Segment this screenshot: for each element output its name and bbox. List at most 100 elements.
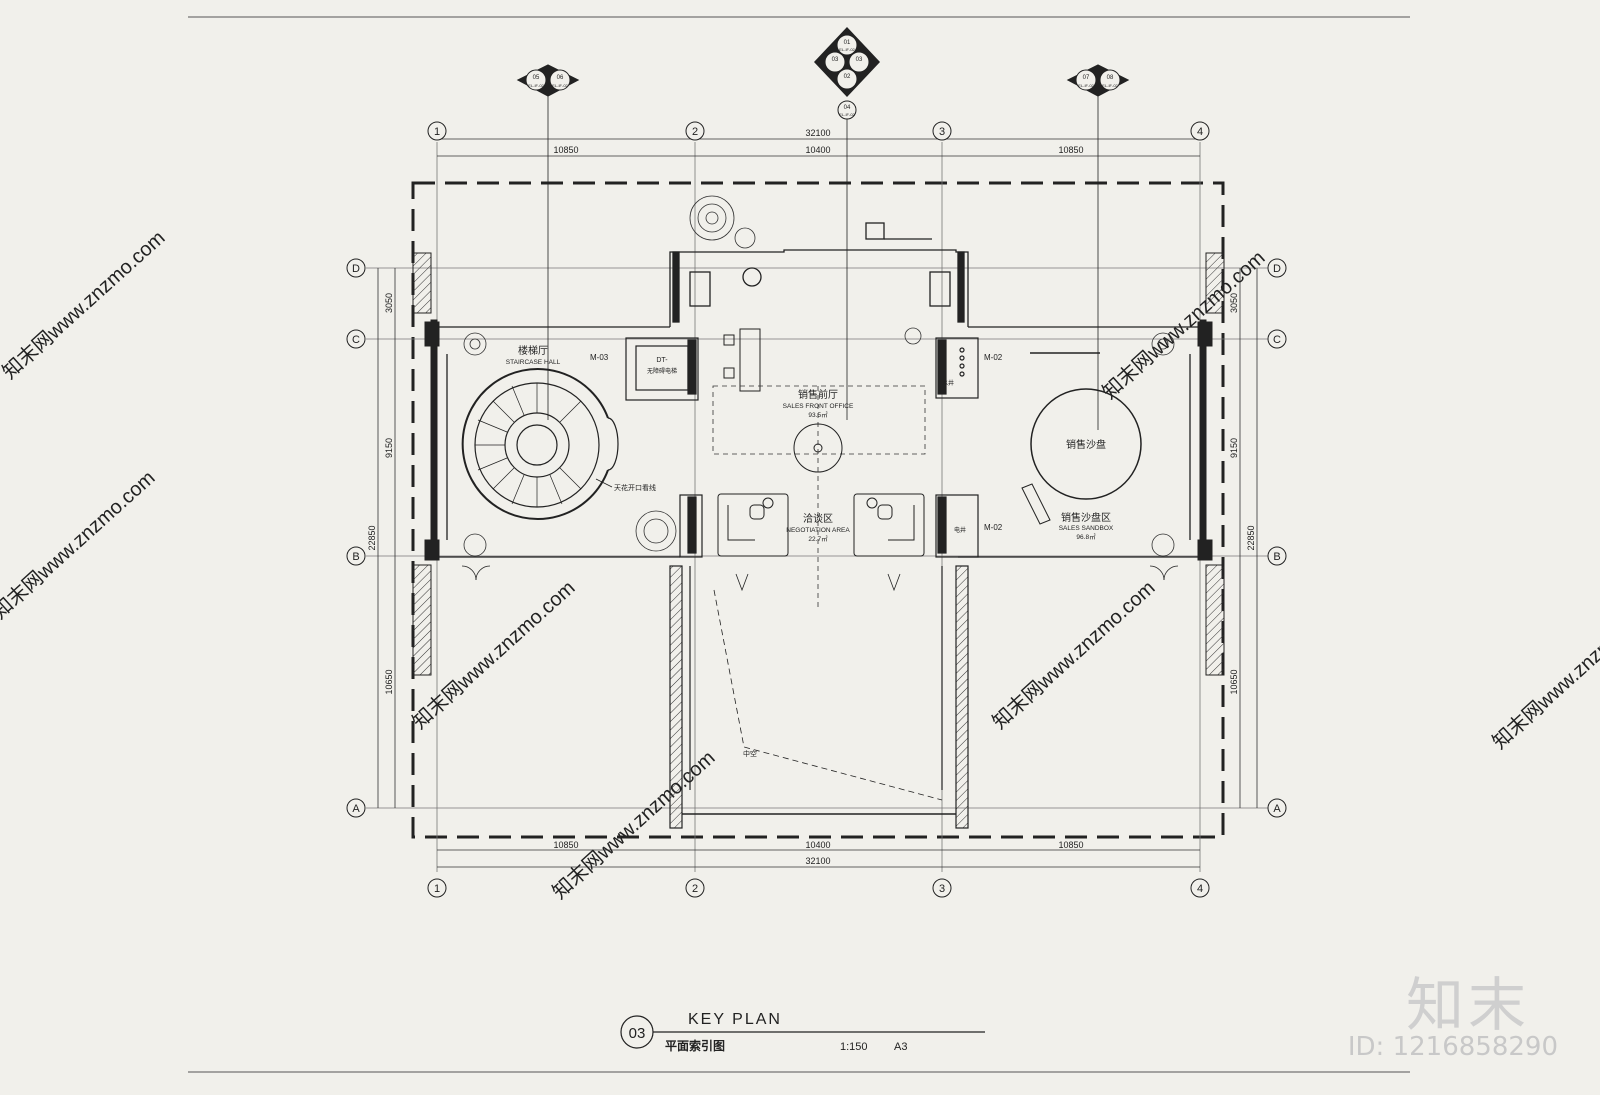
display-bench (1021, 483, 1051, 525)
watermark-text-4: 知末网www.znzmo.com (408, 576, 579, 734)
diagonal-watermarks: 知末网www.znzmo.com 知末网www.znzmo.com 知末网www… (0, 226, 1600, 904)
index-left-b: 06 (557, 75, 564, 81)
dim-top-bay-2: 10400 (805, 145, 830, 155)
dim-right-3: 10650 (1229, 669, 1239, 694)
dim-left-total: 22850 (367, 525, 377, 550)
upper-lobby (669, 222, 969, 327)
row-bubbles (346, 258, 1287, 818)
col-bubble-3-top: 3 (939, 126, 945, 138)
column-bubbles (427, 121, 1210, 898)
index-center-a: 01 (844, 40, 851, 46)
sandbox-model-circle (1030, 388, 1142, 500)
index-center-e: 04 (844, 105, 851, 111)
watermark-text-2: 知末网www.znzmo.com (0, 466, 159, 624)
sandbox-area-label-en: SALES SANDBOX (1059, 525, 1114, 532)
dim-top-total: 32100 (805, 128, 830, 138)
row-bubble-b-left: B (352, 551, 359, 563)
entry-doors (461, 565, 1179, 592)
title-cn: 平面索引图 (665, 1038, 725, 1053)
sandbox-area-size: 96.8㎡ (1076, 532, 1096, 541)
sandbox-area-label-cn: 销售沙盘区 (1061, 511, 1111, 524)
front-office-label-cn: 销售前厅 (798, 388, 838, 401)
negotiation-area-size: 22.7㎡ (808, 534, 828, 543)
elevator-tag: DT- (656, 357, 668, 364)
col-bubble-4-top: 4 (1197, 126, 1203, 138)
top-dimensions (377, 138, 1258, 868)
dim-right-1: 3050 (1229, 293, 1239, 313)
dim-left-2: 9150 (384, 438, 394, 458)
title-scale: 1:150 (840, 1041, 868, 1053)
negotiation-label-en: NEGOTIATION AREA (786, 527, 850, 534)
mirror-tag-left: M-03 (590, 353, 609, 362)
elevator-sub-label: 无障碍电梯 (647, 367, 677, 375)
watermark-text-1: 知末网www.znzmo.com (0, 226, 169, 384)
row-bubble-c-left: C (352, 334, 360, 346)
dim-bottom-bay-3: 10850 (1058, 840, 1083, 850)
row-bubble-b-right: B (1273, 551, 1280, 563)
index-right-sheet-b: EL-IF-02 (1102, 83, 1118, 88)
round-feature (793, 423, 843, 473)
title-paper: A3 (894, 1041, 907, 1053)
dim-top-bay-1: 10850 (553, 145, 578, 155)
watermark-text-7: 知末网www.znzmo.com (1488, 596, 1600, 754)
row-bubble-a-left: A (352, 803, 360, 815)
void-label: 中空 (743, 749, 757, 758)
index-center-d: 02 (844, 74, 851, 80)
main-hall-outline (437, 326, 1200, 558)
tree-icon (463, 195, 1175, 557)
index-center-sheet-a: EL-IF-02 (839, 47, 855, 52)
dim-left-3: 10650 (384, 669, 394, 694)
elevator-left (625, 337, 699, 401)
index-marker-left (516, 64, 580, 420)
well-label: 电井 (954, 526, 966, 534)
front-office-ceiling-outline (712, 385, 926, 455)
dim-bottom-bay-2: 10400 (805, 840, 830, 850)
reception-desk (723, 328, 761, 392)
image-id-watermark: ID: 1216858290 (1347, 1032, 1558, 1062)
watermark-text-5: 知末网www.znzmo.com (988, 576, 1159, 734)
mirror-tag-right-upper: M-02 (984, 353, 1003, 362)
title-en: KEY PLAN (688, 1011, 782, 1028)
negotiation-booths (717, 493, 925, 557)
dim-top-bay-3: 10850 (1058, 145, 1083, 155)
spiral-staircase (461, 368, 619, 520)
index-right-b: 08 (1107, 75, 1114, 81)
front-office-label-en: SALES FRONT OFFICE (783, 403, 854, 410)
atrium-void (669, 565, 969, 829)
index-right-a: 07 (1083, 75, 1090, 81)
row-bubble-c-right: C (1273, 334, 1281, 346)
index-marker-right (1066, 64, 1130, 430)
exterior-walls (412, 252, 1225, 676)
index-center-sheet-e: EL-IF-02 (839, 112, 855, 117)
index-marker-center (814, 27, 880, 420)
index-left-a: 05 (533, 75, 540, 81)
col-bubble-1-top: 1 (434, 126, 440, 138)
staircase-label-en: STAIRCASE HALL (506, 359, 561, 366)
skylight-note: 天花开口看线 (614, 483, 656, 492)
service-room-right (935, 337, 979, 399)
col-bubble-3-bottom: 3 (939, 883, 945, 895)
index-left-sheet-b: EL-IF-02 (552, 83, 568, 88)
negotiation-label-cn: 洽谈区 (803, 512, 833, 525)
front-office-area: 93.5㎡ (808, 410, 828, 419)
dim-left-1: 3050 (384, 293, 394, 313)
dim-right-2: 9150 (1229, 438, 1239, 458)
mirror-tag-right-lower: M-02 (984, 523, 1003, 532)
watermark-text-6: 知末网www.znzmo.com (1098, 246, 1269, 404)
col-bubble-4-bottom: 4 (1197, 883, 1203, 895)
index-center-b: 03 (832, 57, 839, 63)
staircase-label-cn: 楼梯厅 (518, 344, 548, 357)
lower-cores (679, 494, 979, 558)
col-bubble-2-bottom: 2 (692, 883, 698, 895)
index-left-sheet-a: EL-IF-02 (528, 83, 544, 88)
site-boundary (411, 181, 1225, 839)
aircond-label: 水井 (942, 379, 954, 387)
index-right-sheet-a: EL-IF-02 (1078, 83, 1094, 88)
dim-right-total: 22850 (1246, 525, 1256, 550)
row-bubble-d-right: D (1273, 263, 1281, 275)
dim-bottom-bay-1: 10850 (553, 840, 578, 850)
dim-bottom-total: 32100 (805, 856, 830, 866)
row-bubble-a-right: A (1273, 803, 1281, 815)
